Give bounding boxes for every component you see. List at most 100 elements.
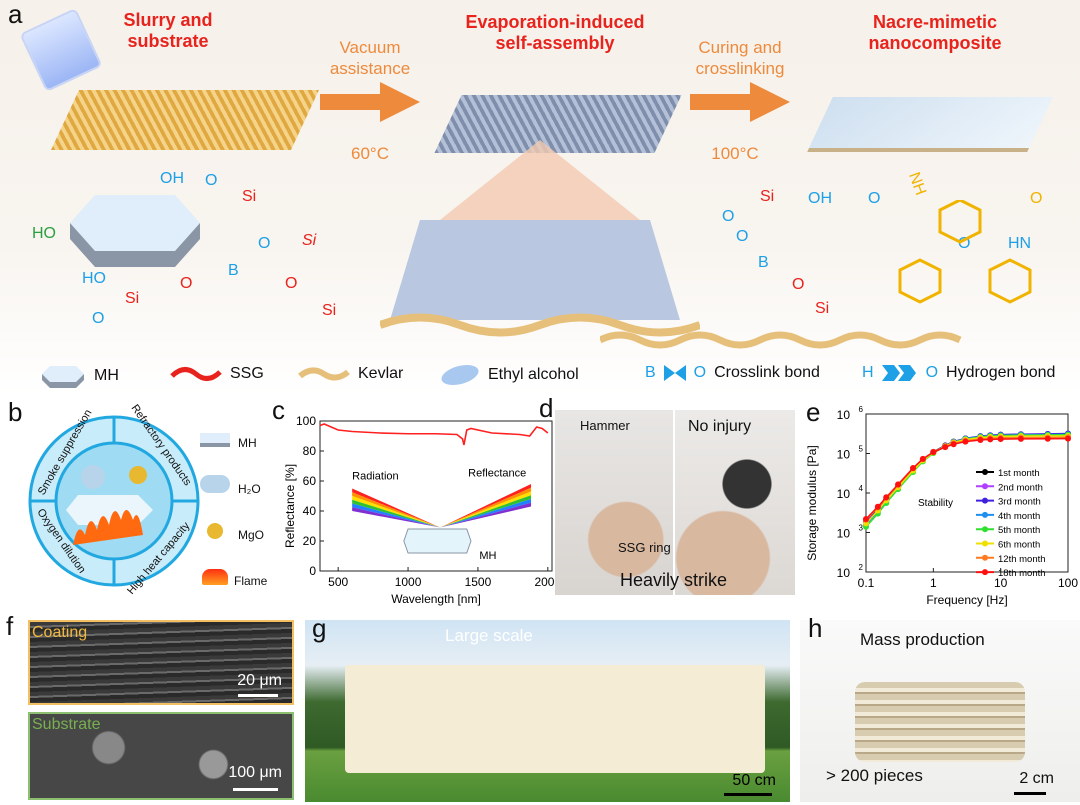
data-point — [1044, 435, 1051, 442]
hammer-photo-before — [555, 410, 673, 595]
ethanol-droplet-icon — [441, 365, 479, 385]
bond-symbol: O — [693, 364, 707, 381]
hammer-photo-after — [675, 410, 795, 595]
legend-label: 3rd month — [998, 497, 1041, 508]
y-tick-label: 0 — [309, 564, 316, 578]
arrow-right-icon — [690, 82, 790, 122]
x-tick-label: 500 — [328, 575, 348, 589]
series-line — [865, 437, 1069, 520]
scale-bar — [1014, 792, 1046, 795]
mass-production-photo: Mass production > 200 pieces 2 cm — [800, 620, 1080, 802]
panel-a: a Slurry and substrate Vacuum assistance… — [0, 0, 1080, 395]
sem-caption: Substrate — [32, 716, 101, 733]
radiation-beam — [352, 499, 441, 528]
sem-caption: Coating — [32, 624, 88, 641]
bond-symbol: O — [925, 364, 939, 381]
legend-label: MH — [238, 436, 257, 450]
legend-marker — [982, 497, 988, 504]
y-axis-label: Reflectance [%] — [283, 464, 297, 548]
y-tick-exponent: 2 — [859, 563, 864, 572]
transition-2-temp: 100°C — [711, 144, 759, 163]
flame-retardant-mechanism-diagram — [28, 415, 200, 587]
legend-label: 1st month — [998, 468, 1040, 479]
radiation-beam — [352, 503, 441, 528]
scale-bar — [238, 694, 278, 697]
data-point — [874, 503, 881, 510]
magnified-structure — [380, 140, 700, 337]
large-scale-photo: Large scale 50 cm — [305, 620, 790, 802]
chem-label: O — [1030, 190, 1043, 207]
data-point — [942, 444, 949, 451]
chem-label: HN — [1008, 235, 1032, 252]
legend-h2o: H₂O — [200, 466, 267, 512]
chem-label: Si — [760, 188, 775, 205]
legend-label: Hydrogen bond — [946, 364, 1056, 381]
panel-b-legend: MH H₂O MgO Flame — [200, 420, 267, 604]
data-point — [919, 455, 926, 462]
chem-label: O — [722, 208, 735, 225]
y-tick-label: 10 — [837, 408, 851, 422]
legend-ssg: SSG — [170, 364, 264, 384]
no-injury-label: No injury — [688, 418, 752, 435]
x-tick-label: 10 — [994, 576, 1008, 590]
legend-label: 2nd month — [998, 482, 1043, 493]
sem-coating-image: Coating 20 μm — [28, 620, 294, 705]
panel-label: g — [312, 613, 327, 643]
data-point — [863, 515, 869, 522]
legend-label: Ethyl alcohol — [488, 366, 579, 383]
scale-bar — [724, 793, 772, 796]
data-point — [895, 481, 902, 488]
scale-bar — [233, 788, 278, 791]
x-axis-label: Frequency [Hz] — [926, 593, 1007, 607]
legend-marker — [982, 511, 988, 518]
ssg-ring-label: SSG ring — [618, 540, 671, 555]
large-scale-caption: Large scale — [445, 626, 533, 645]
y-tick-label: 20 — [303, 534, 317, 548]
crosslink-bond-icon — [663, 365, 686, 381]
panel-label: f — [6, 611, 14, 641]
beaker-image — [19, 7, 103, 93]
y-tick-exponent: 4 — [859, 484, 864, 493]
hydrogen-bond-icon — [881, 365, 916, 381]
kevlar-fiber-icon — [298, 367, 350, 381]
x-tick-label: 2000 — [534, 575, 560, 589]
y-tick-label: 100 — [296, 414, 316, 428]
panel-label: d — [539, 393, 554, 423]
legend-mgo: MgO — [200, 512, 267, 558]
y-tick-exponent: 5 — [859, 445, 864, 454]
chem-label: O — [180, 275, 193, 292]
chem-label: Si — [322, 302, 337, 319]
data-point — [930, 449, 937, 456]
y-tick-label: 40 — [303, 504, 317, 518]
legend-label: 18th month — [998, 568, 1046, 579]
panel-label: h — [808, 613, 823, 643]
x-tick-label: 1 — [930, 576, 937, 590]
legend-label: MH — [94, 367, 119, 384]
bond-symbol: H — [862, 364, 874, 381]
y-tick-label: 10 — [837, 566, 851, 580]
legend-hydrogen: H O Hydrogen bond — [862, 364, 1055, 382]
transition-2-process: Curing and crosslinking — [695, 38, 785, 78]
reflectance-beam — [440, 491, 532, 528]
data-point — [910, 464, 917, 471]
hammer-label: Hammer — [580, 418, 630, 433]
step-3-title: Nacre-mimetic nanocomposite — [868, 12, 1002, 53]
plot-frame — [319, 420, 553, 572]
legend-label: H₂O — [238, 482, 261, 496]
panel-label: e — [806, 397, 821, 427]
annotation-mh: MH — [479, 550, 496, 562]
chem-label: OH — [808, 190, 832, 207]
scale-bar-label: 50 cm — [732, 772, 776, 789]
chem-label: Si — [242, 188, 257, 205]
legend-marker — [982, 469, 988, 475]
legend-label: 12th month — [998, 554, 1046, 565]
kevlar-substrate — [51, 90, 319, 150]
pieces-count: > 200 pieces — [826, 766, 923, 785]
chem-label: B — [228, 262, 239, 279]
data-point — [987, 436, 994, 443]
arrow-right-icon — [320, 82, 420, 122]
chem-label: HO — [32, 225, 56, 242]
chem-label: O — [258, 235, 271, 252]
